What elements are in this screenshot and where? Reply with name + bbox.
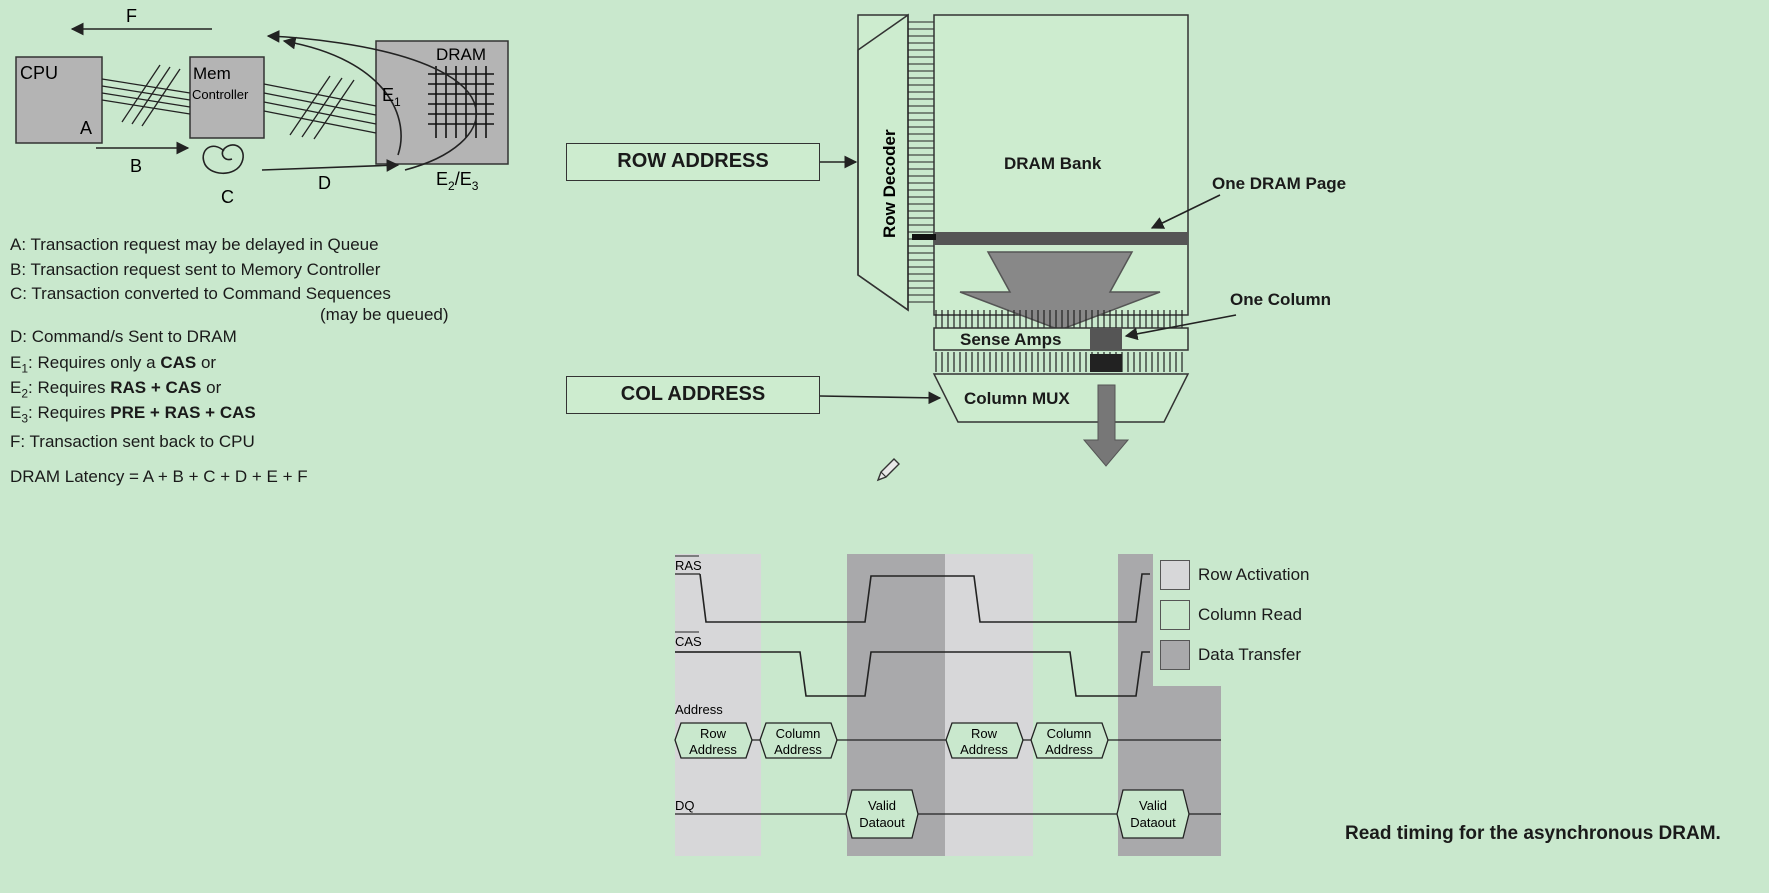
legend-F: F: Transaction sent back to CPU bbox=[10, 432, 255, 451]
legend-row-activation: Row Activation bbox=[1198, 565, 1310, 584]
addr-col-1 bbox=[759, 722, 838, 759]
dq-valid-2-l1: Valid bbox=[1139, 798, 1167, 813]
col-address-box: COL ADDRESS bbox=[566, 376, 820, 414]
label-A: A bbox=[80, 118, 92, 138]
legend-E1-tail: or bbox=[196, 353, 217, 372]
dq-valid-1-l1: Valid bbox=[868, 798, 896, 813]
label-F: F bbox=[126, 6, 137, 26]
row-decoder-label: Row Decoder bbox=[880, 129, 899, 238]
dram-latency-formula: DRAM Latency = A + B + C + D + E + F bbox=[10, 467, 308, 486]
one-dram-page-label: One DRAM Page bbox=[1212, 174, 1347, 193]
col-address-label: COL ADDRESS bbox=[620, 383, 766, 405]
label-dram: DRAM bbox=[436, 45, 486, 64]
selected-column-cell bbox=[1090, 328, 1122, 350]
address-label: Address bbox=[675, 702, 723, 717]
cas-waveform bbox=[675, 651, 1150, 697]
dq-label: DQ bbox=[675, 798, 695, 813]
legend-C: C: Transaction converted to Command Sequ… bbox=[10, 284, 391, 303]
legend-E2-bold: RAS + CAS bbox=[110, 378, 202, 397]
addr-row-1-l2: Address bbox=[689, 742, 737, 757]
addr-col-2-l2: Address bbox=[1045, 742, 1093, 757]
addr-col-1-l2: Address bbox=[774, 742, 822, 757]
addr-row-2 bbox=[945, 722, 1024, 759]
addr-col-2 bbox=[1030, 722, 1109, 759]
pencil-cursor-icon bbox=[876, 458, 900, 482]
timing-caption: Read timing for the asynchronous DRAM. bbox=[1345, 823, 1721, 844]
legend-C-note: (may be queued) bbox=[320, 305, 449, 324]
legend-E3: E3: Requires PRE + RAS + CAS bbox=[10, 403, 256, 425]
legend-E1-prefix: E bbox=[10, 353, 22, 372]
legend-E2-tail: or bbox=[201, 378, 222, 397]
one-column-label: One Column bbox=[1230, 290, 1332, 309]
label-cpu: CPU bbox=[20, 63, 58, 83]
legend-E1: E1: Requires only a CAS or bbox=[10, 353, 216, 375]
legend-E3-sub: 3 bbox=[21, 411, 29, 426]
dq-valid-1 bbox=[845, 789, 919, 839]
label-E2E3: E2/E3 bbox=[436, 169, 479, 193]
dram-bank-label: DRAM Bank bbox=[1004, 154, 1102, 173]
legend-E3-bold: PRE + RAS + CAS bbox=[110, 403, 256, 422]
column-mux-label: Column MUX bbox=[964, 389, 1070, 408]
row-activation-region-1 bbox=[675, 554, 761, 856]
timing-diagram: RAS CAS Address DQ Row Address Column Ad… bbox=[674, 554, 1221, 856]
memory-path-diagram: F CPU A Mem Controller DRAM B C D E1 E2/… bbox=[15, 6, 509, 205]
legend-E2-prefix: E bbox=[10, 378, 22, 397]
row-address-box: ROW ADDRESS bbox=[566, 143, 820, 181]
addr-col-1-l1: Column bbox=[776, 726, 821, 741]
dram-page-row bbox=[934, 232, 1188, 245]
legend-data-transfer: Data Transfer bbox=[1198, 645, 1301, 664]
dq-valid-2 bbox=[1116, 789, 1190, 839]
addr-row-1 bbox=[674, 722, 753, 759]
addr-row-2-l1: Row bbox=[971, 726, 998, 741]
label-D: D bbox=[318, 173, 331, 193]
ras-waveform bbox=[699, 573, 1150, 623]
legend-E1-bold: CAS bbox=[160, 353, 197, 372]
label-B: B bbox=[130, 156, 142, 176]
legend-D: D: Command/s Sent to DRAM bbox=[10, 327, 237, 346]
legend-E2-text: : Requires bbox=[28, 378, 111, 397]
legend-A: A: Transaction request may be delayed in… bbox=[10, 235, 379, 254]
cas-label: CAS bbox=[675, 634, 702, 649]
ras-label: RAS bbox=[675, 558, 702, 573]
dram-bank-diagram: Row Decoder bbox=[819, 13, 1237, 467]
addr-col-2-l1: Column bbox=[1047, 726, 1092, 741]
row-address-label: ROW ADDRESS bbox=[617, 150, 769, 172]
legend-E3-text: : Requires bbox=[28, 403, 111, 422]
legend-swatch-data-transfer bbox=[1160, 640, 1190, 670]
addr-row-2-l2: Address bbox=[960, 742, 1008, 757]
dq-valid-1-l2: Dataout bbox=[859, 815, 905, 830]
legend-column-read: Column Read bbox=[1198, 605, 1302, 624]
mem-controller-box bbox=[189, 56, 265, 139]
label-E1: E1 bbox=[382, 85, 401, 109]
legend-E2-sub: 2 bbox=[21, 386, 29, 401]
sense-amps-box bbox=[933, 327, 1189, 351]
legend-swatch-column-read bbox=[1160, 600, 1190, 630]
legend-E1-text: : Requires only a bbox=[28, 353, 161, 372]
legend-B: B: Transaction request sent to Memory Co… bbox=[10, 260, 381, 279]
legend-E2: E2: Requires RAS + CAS or bbox=[10, 378, 221, 400]
label-C: C bbox=[221, 187, 234, 205]
row-activation-region-2 bbox=[945, 554, 1033, 856]
label-controller: Controller bbox=[192, 87, 249, 102]
addr-row-1-l1: Row bbox=[700, 726, 727, 741]
legend-swatch-row-activation bbox=[1160, 560, 1190, 590]
column-mux-shape bbox=[932, 373, 1190, 423]
sense-amps-label: Sense Amps bbox=[960, 330, 1062, 349]
dq-valid-2-l2: Dataout bbox=[1130, 815, 1176, 830]
legend-E3-prefix: E bbox=[10, 403, 22, 422]
legend-E1-sub: 1 bbox=[21, 361, 29, 376]
label-mem: Mem bbox=[193, 64, 231, 83]
